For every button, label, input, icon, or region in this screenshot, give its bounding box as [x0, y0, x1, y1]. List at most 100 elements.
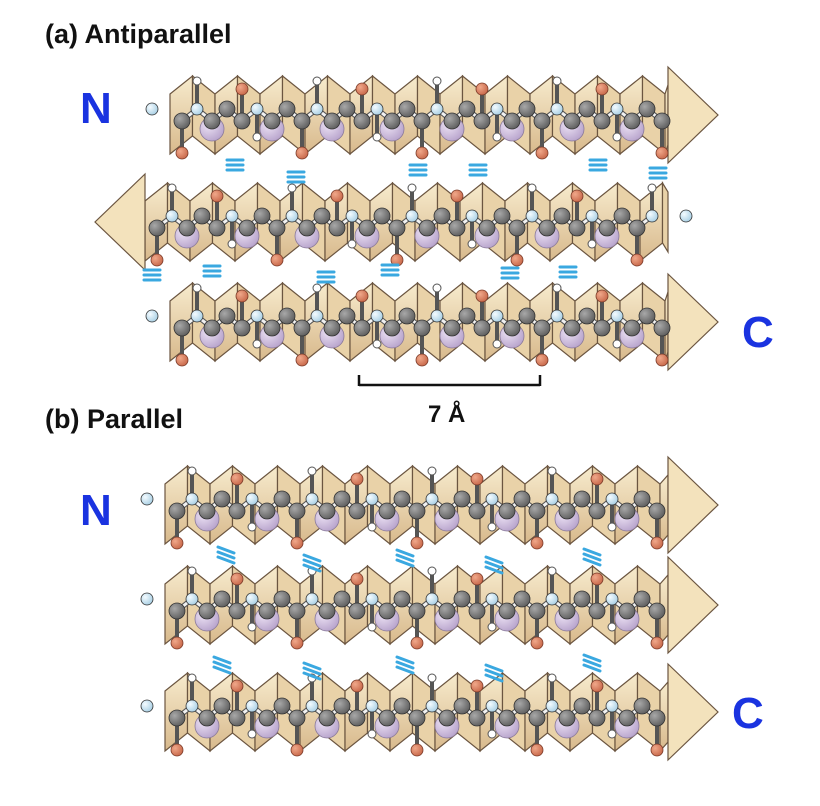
carbon-atom [588, 502, 606, 520]
carbon-atom [378, 709, 396, 727]
label-n-terminus-b: N [80, 486, 112, 535]
label-c-terminus-b: C [732, 689, 764, 738]
terminal-atom [679, 209, 693, 223]
nitrogen-atom [285, 209, 299, 223]
carbon-atom [638, 307, 656, 325]
carbon-atom [333, 490, 351, 508]
hydrogen-atom [167, 183, 177, 193]
carbon-atom [478, 219, 496, 237]
carbon-atom [213, 590, 231, 608]
carbon-atom [198, 602, 216, 620]
carbon-atom [508, 219, 526, 237]
carbon-atom [443, 319, 461, 337]
carbon-atom [468, 709, 486, 727]
carbon-atom [213, 490, 231, 508]
strand-a-1 [145, 65, 719, 165]
oxygen-atom [235, 289, 249, 303]
carbon-atom [558, 502, 576, 520]
carbon-atom [278, 307, 296, 325]
hydrogen-atom [547, 673, 557, 683]
carbon-atom [578, 100, 596, 118]
nitrogen-atom [190, 309, 204, 323]
hydrogen-atom [547, 466, 557, 476]
hydrogen-atom [607, 522, 617, 532]
backbone-atoms [140, 673, 666, 757]
carbon-atom [473, 319, 491, 337]
carbon-atom [443, 112, 461, 130]
hydrogen-bond [302, 553, 322, 573]
hydrogen-bond [202, 264, 222, 278]
carbon-atom [218, 307, 236, 325]
carbon-atom [218, 100, 236, 118]
carbon-atom [173, 319, 191, 337]
terminal-atom [140, 699, 154, 713]
oxygen-atom [175, 146, 189, 160]
hbonds-parallel [212, 545, 602, 683]
carbon-atom [168, 602, 186, 620]
oxygen-atom [650, 636, 664, 650]
backbone-atoms [145, 283, 671, 367]
nitrogen-atom [185, 492, 199, 506]
label-n-terminus-a: N [80, 84, 112, 133]
carbon-atom [553, 207, 571, 225]
carbon-atom [408, 502, 426, 520]
carbon-atom [168, 502, 186, 520]
carbon-atom [378, 502, 396, 520]
carbon-atom [573, 490, 591, 508]
oxygen-atom [410, 636, 424, 650]
carbon-atom [613, 207, 631, 225]
carbon-atom [228, 709, 246, 727]
hydrogen-atom [192, 283, 202, 293]
hydrogen-atom [487, 522, 497, 532]
hydrogen-bond [588, 158, 608, 172]
carbon-atom [493, 207, 511, 225]
carbon-atom [413, 319, 431, 337]
oxygen-atom [170, 536, 184, 550]
oxygen-atom [650, 743, 664, 757]
oxygen-atom [415, 353, 429, 367]
hydrogen-atom [607, 622, 617, 632]
nitrogen-atom [525, 209, 539, 223]
carbon-atom [353, 319, 371, 337]
nitrogen-atom [485, 699, 499, 713]
hydrogen-atom [252, 132, 262, 142]
arrow-head-left [94, 172, 146, 272]
carbon-atom [518, 307, 536, 325]
carbon-atom [563, 319, 581, 337]
carbon-atom [378, 602, 396, 620]
nitrogen-atom [645, 209, 659, 223]
carbon-atom [393, 490, 411, 508]
nitrogen-atom [545, 699, 559, 713]
carbon-atom [268, 219, 286, 237]
nitrogen-atom [365, 492, 379, 506]
oxygen-atom [350, 572, 364, 586]
nitrogen-atom [370, 102, 384, 116]
arrow-head-right [667, 65, 719, 165]
oxygen-atom [570, 189, 584, 203]
oxygen-atom [630, 253, 644, 267]
carbon-atom [558, 602, 576, 620]
nitrogen-atom [305, 492, 319, 506]
carbon-atom [453, 490, 471, 508]
hydrogen-atom [487, 729, 497, 739]
hydrogen-atom [427, 566, 437, 576]
carbon-atom [418, 219, 436, 237]
nitrogen-atom [550, 309, 564, 323]
nitrogen-atom [430, 102, 444, 116]
hydrogen-atom [367, 522, 377, 532]
hydrogen-atom [192, 76, 202, 86]
strands-antiparallel [94, 65, 719, 372]
oxygen-atom [510, 253, 524, 267]
carbon-atom [273, 490, 291, 508]
hydrogen-atom [587, 239, 597, 249]
carbon-atom [588, 709, 606, 727]
oxygen-atom [230, 679, 244, 693]
hydrogen-bond [142, 268, 162, 282]
carbon-atom [628, 219, 646, 237]
carbon-atom [633, 590, 651, 608]
nitrogen-atom [245, 592, 259, 606]
carbon-atom [288, 502, 306, 520]
carbon-atom [228, 602, 246, 620]
oxygen-atom [450, 189, 464, 203]
